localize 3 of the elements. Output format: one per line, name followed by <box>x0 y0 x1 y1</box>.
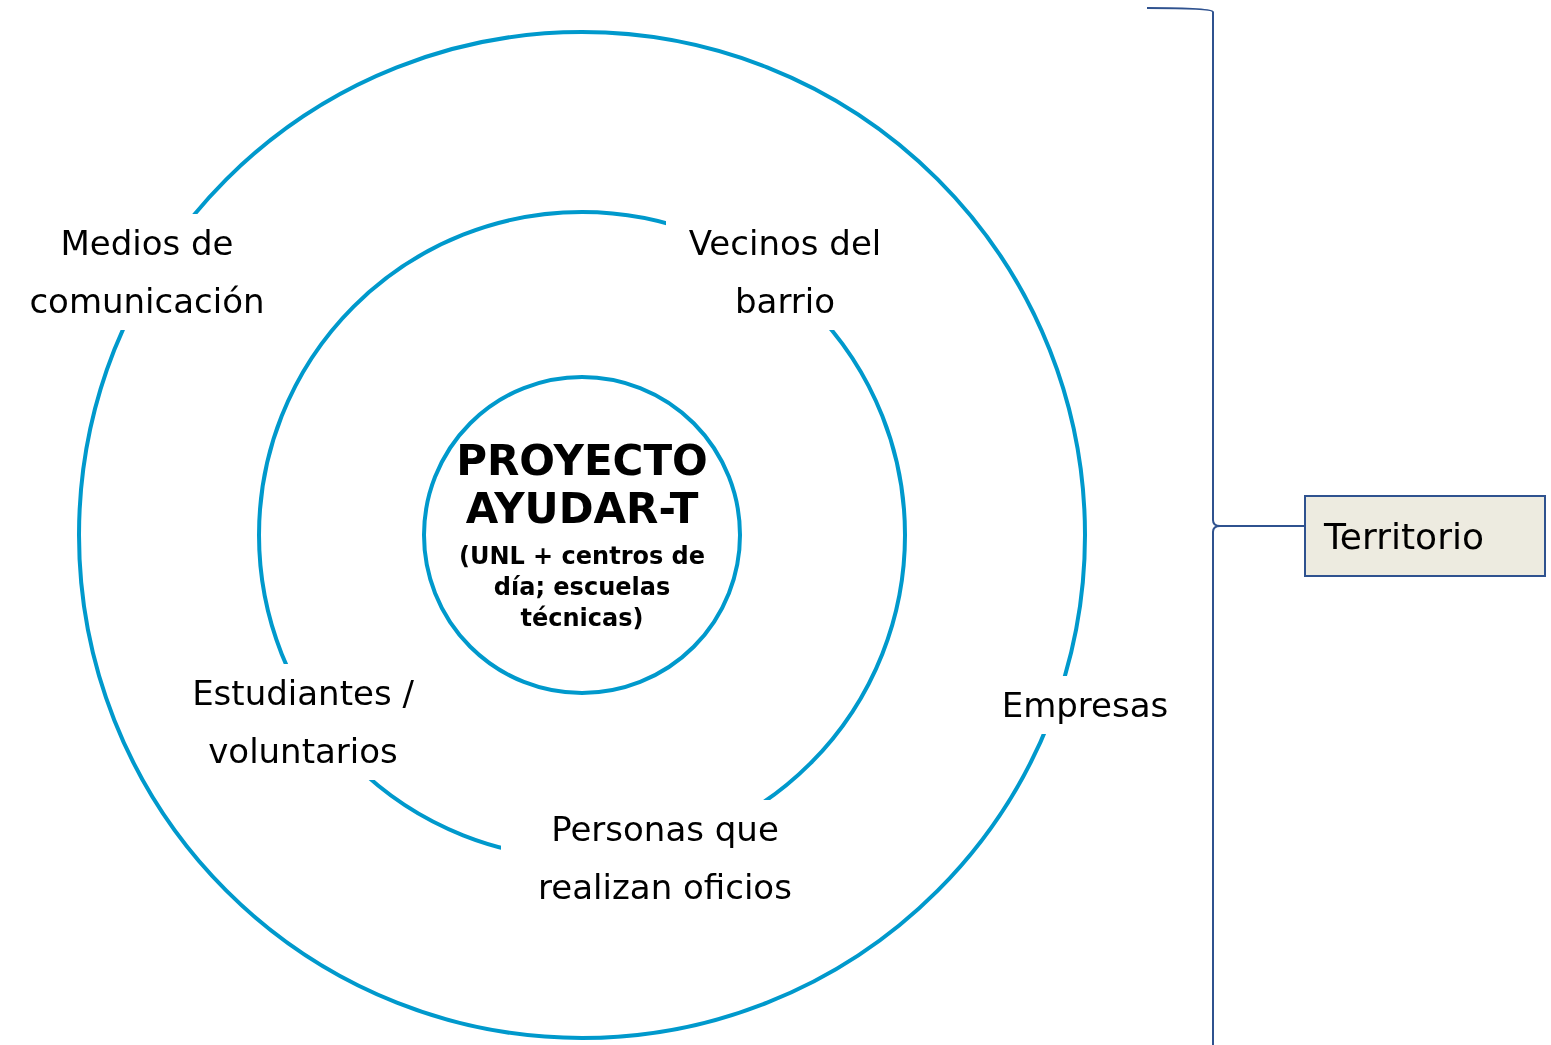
project-subtitle: (UNL + centros de día; escuelas técnicas) <box>457 540 707 634</box>
project-title: PROYECTO AYUDAR-T <box>455 436 709 533</box>
territory-box: Territorio <box>1304 495 1546 577</box>
